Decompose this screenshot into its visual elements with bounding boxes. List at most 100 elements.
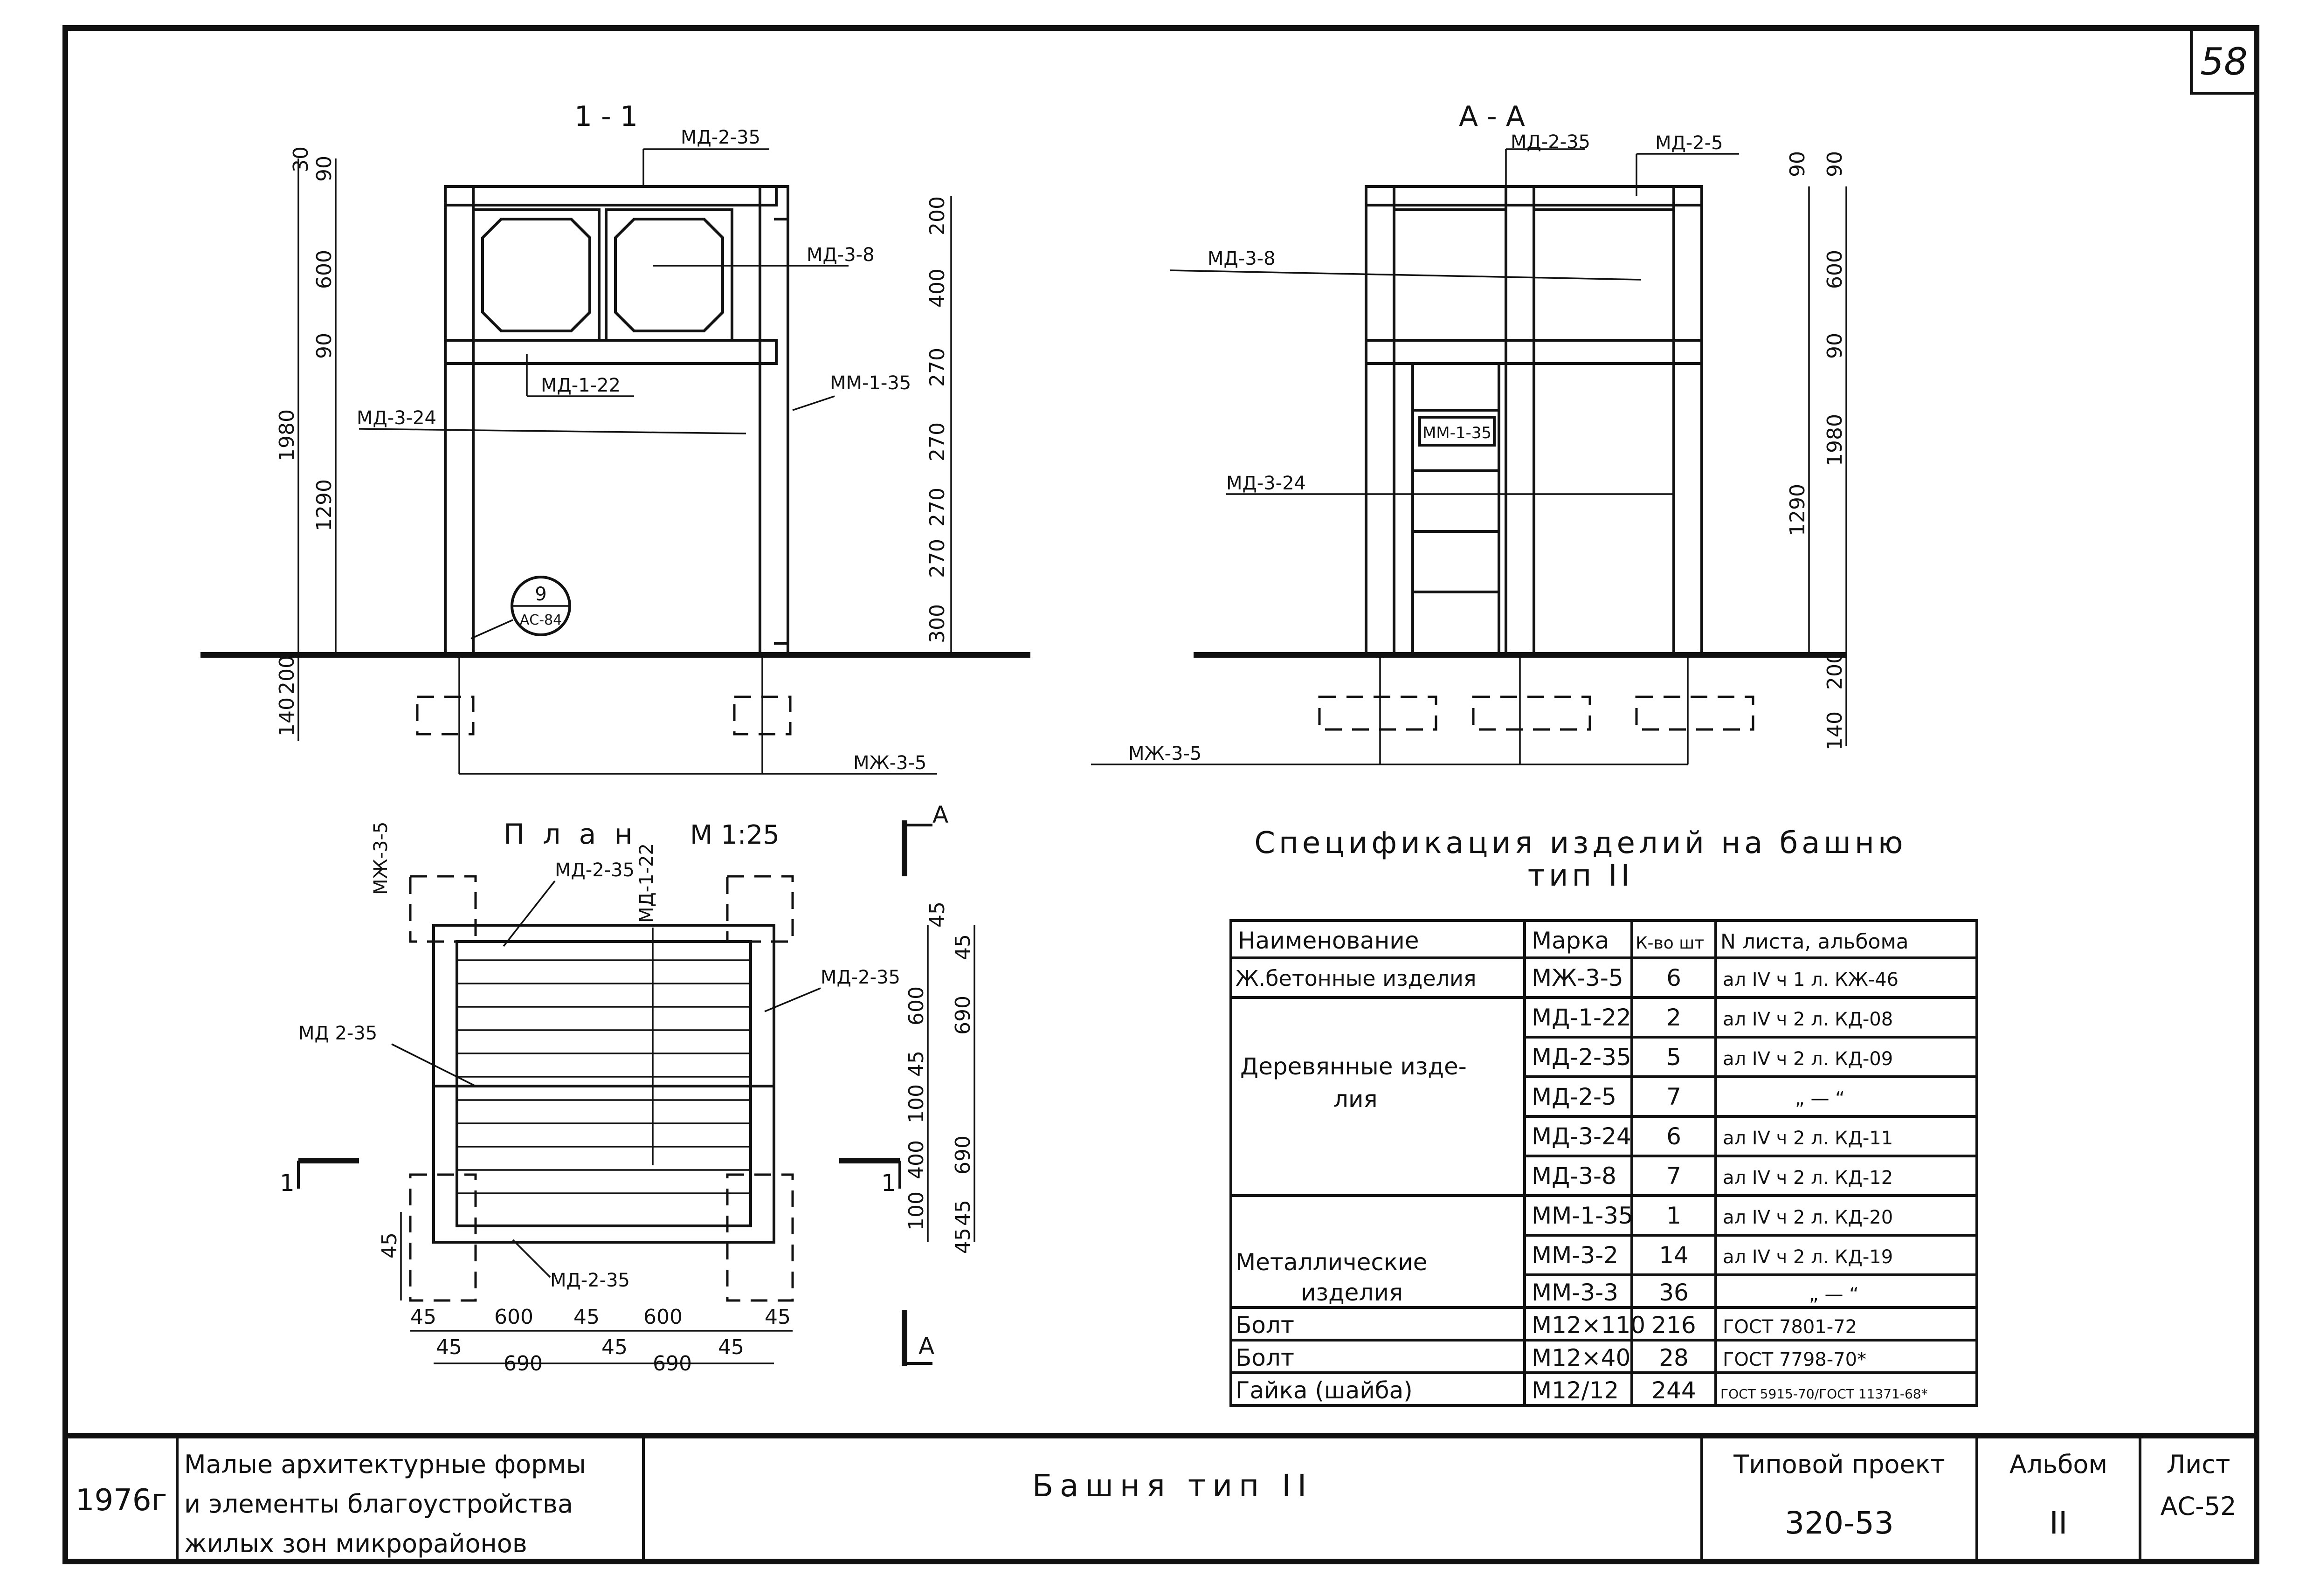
rail-panel-left <box>472 208 601 342</box>
aa-post-3 <box>1672 185 1703 656</box>
rail-panel-right <box>605 208 733 342</box>
plan-dr-4: 45 <box>904 1051 928 1077</box>
cut-1-left-label: 1 <box>280 1169 295 1197</box>
plan-dr-1: 45 <box>951 934 975 960</box>
label-mzh-3-5: МЖ-3-5 <box>853 752 926 774</box>
leader-mm-1-35 <box>792 395 835 411</box>
octagon-right <box>614 218 724 332</box>
spec-mark-3: МД-2-5 <box>1532 1083 1616 1110</box>
plan-db2-3: 690 <box>653 1352 692 1376</box>
spec-ref-9: ГОСТ 7801-72 <box>1723 1316 1857 1338</box>
spec-ref-1: ал IV ч 2 л. КД-08 <box>1723 1009 1893 1030</box>
dim-r-300: 300 <box>925 604 949 643</box>
aa-panel-right <box>1533 208 1675 342</box>
aa-label-md-3-24: МД-3-24 <box>1226 473 1306 494</box>
label-md-2-35: МД-2-35 <box>681 127 760 148</box>
aa-post-2 <box>1505 185 1535 656</box>
plan-dr-0: 45 <box>925 901 949 928</box>
section-a-a: А - А МД-2-35 МД-2-5 МД-3-8 М <box>1091 100 1847 765</box>
aa-label-md-3-8: МД-3-8 <box>1208 248 1276 269</box>
spec-ref-5: ал IV ч 2 л. КД-12 <box>1723 1167 1893 1189</box>
spec-mark-6: ММ-1-35 <box>1532 1202 1633 1229</box>
spec-qty-11: 244 <box>1651 1377 1696 1404</box>
plan-db2-0: 45 <box>436 1335 462 1359</box>
dim-r-270d: 270 <box>925 539 949 578</box>
spec-qty-2: 5 <box>1666 1044 1681 1071</box>
title-block: 1976г Малые архитектурные формы и элемен… <box>65 1433 2257 1562</box>
label-md-3-8: МД-3-8 <box>807 244 875 266</box>
dim-l-600: 600 <box>312 250 336 289</box>
dim-r-200: 200 <box>925 196 949 235</box>
spec-mark-2: МД-2-35 <box>1532 1044 1631 1071</box>
section-a-a-title: А - А <box>1459 100 1525 133</box>
callout-bottom: АС-84 <box>520 612 562 628</box>
octagon-left <box>481 218 591 332</box>
aa-post-1 <box>1365 185 1395 656</box>
plan-found-br <box>726 1173 794 1302</box>
right-post <box>759 185 789 656</box>
top-beam <box>444 185 778 206</box>
spec-name-10: Болт <box>1236 1344 1294 1371</box>
cut-a-top-label: А <box>932 801 948 828</box>
plan-dr-3: 690 <box>951 996 975 1035</box>
spec-head-name: Наименование <box>1238 927 1419 954</box>
aa-dim-1290: 1290 <box>1786 484 1809 536</box>
aa-label-mzh-3-5: МЖ-3-5 <box>1128 743 1201 764</box>
plan-found-tl <box>409 875 477 943</box>
spec-ref-4: ал IV ч 2 л. КД-11 <box>1723 1128 1893 1149</box>
spec-mark-1: МД-1-22 <box>1532 1004 1631 1031</box>
spec-ref-0: ал IV ч 1 л. КЖ-46 <box>1723 969 1899 991</box>
dim-l-1290: 1290 <box>312 479 336 531</box>
spec-head-sheet: N листа, альбома <box>1720 930 1909 954</box>
plan-dr-2: 600 <box>904 986 928 1025</box>
aa-foundation-2 <box>1472 695 1591 731</box>
plan-found-bl <box>409 1173 477 1302</box>
spec-title: Спецификация изделий на башню <box>1254 826 1906 860</box>
aa-label-md-2-35: МД-2-35 <box>1511 131 1590 153</box>
leader-md-3-24 <box>359 428 746 434</box>
plan-dr-5: 100 <box>904 1084 928 1123</box>
spec-qty-7: 14 <box>1659 1242 1689 1269</box>
section-1-1-title: 1 - 1 <box>574 100 638 133</box>
tb-drawing-title: Башня тип II <box>1032 1468 1313 1504</box>
dim-l-200: 200 <box>275 655 299 695</box>
plan-db2-2: 45 <box>601 1335 628 1359</box>
cut-a-bottom-label: А <box>918 1333 934 1360</box>
aa-dim-1980: 1980 <box>1823 414 1847 466</box>
aa-dim-90c: 90 <box>1823 333 1847 359</box>
cut-1-right-label: 1 <box>881 1169 896 1197</box>
plan-db1-1: 600 <box>494 1305 533 1329</box>
plan-db1-3: 600 <box>643 1305 683 1329</box>
spec-name-0: Ж.бетонные изделия <box>1236 966 1477 991</box>
dim-r-270b: 270 <box>925 422 949 461</box>
dim-r-270a: 270 <box>925 348 949 387</box>
tb-album-value: II <box>2050 1505 2068 1541</box>
spec-head-mark: Марка <box>1532 927 1609 954</box>
plan-view: П л а н М 1:25 МЖ-3-5 МД-2-35 МД-1-22 <box>280 801 975 1376</box>
spec-qty-0: 6 <box>1666 964 1681 991</box>
plan-leader-right <box>764 987 821 1012</box>
spec-name-3: лия <box>1333 1086 1378 1113</box>
plan-db2-4: 45 <box>718 1335 744 1359</box>
plan-label-md-1-22: МД-1-22 <box>636 843 657 923</box>
foundation-left <box>416 695 475 736</box>
aa-foundation-1 <box>1318 695 1437 731</box>
plan-label-md-2-35-right: МД-2-35 <box>821 967 900 988</box>
specification: Спецификация изделий на башню тип II Наи… <box>1229 826 1978 1407</box>
plan-dr-6: 400 <box>904 1140 928 1179</box>
spec-name-2: Деревянные изде- <box>1240 1053 1467 1080</box>
aa-label-md-2-5: МД-2-5 <box>1655 132 1723 154</box>
spec-qty-5: 7 <box>1666 1163 1681 1190</box>
tb-typical-value: 320-53 <box>1785 1505 1894 1541</box>
spec-mark-0: МЖ-3-5 <box>1532 964 1623 991</box>
spec-name-9: Болт <box>1236 1312 1294 1339</box>
dim-r-270c: 270 <box>925 488 949 527</box>
plan-label-md-2-35-bottom: МД-2-35 <box>550 1270 630 1291</box>
label-mm-1-35: ММ-1-35 <box>830 372 911 394</box>
spec-qty-8: 36 <box>1659 1279 1689 1306</box>
spec-name-8: изделия <box>1301 1279 1403 1306</box>
dim-l-90a: 90 <box>312 156 336 182</box>
plan-scale: М 1:25 <box>690 820 780 850</box>
aa-dim-90b: 90 <box>1823 151 1847 177</box>
